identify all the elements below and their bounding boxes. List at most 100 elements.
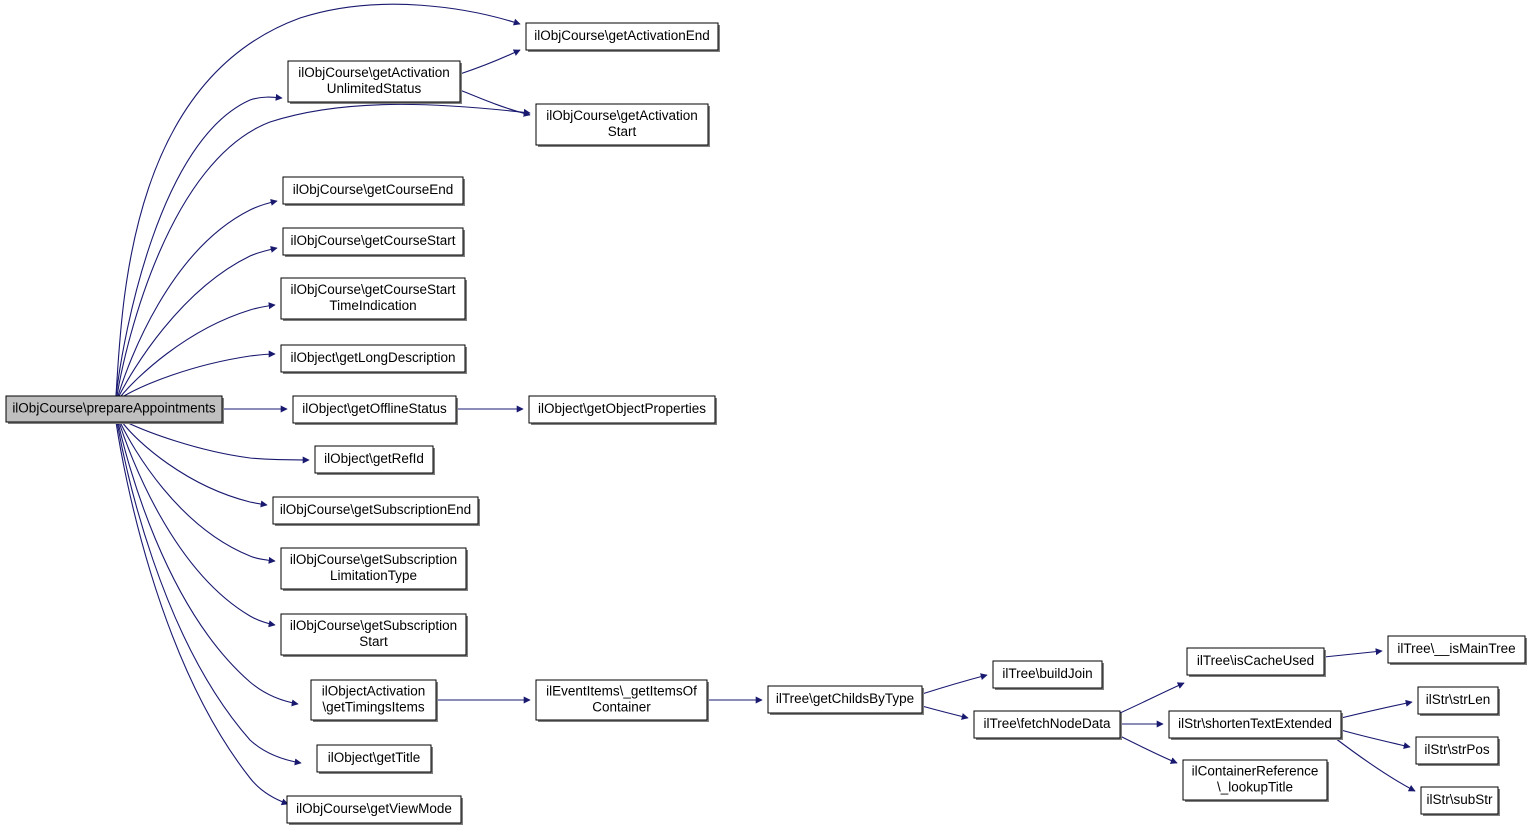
- node-label: ilObject\getLongDescription: [290, 350, 455, 365]
- node-label: ilTree\buildJoin: [1002, 666, 1092, 681]
- node-box[interactable]: [280, 277, 466, 320]
- call-edge-prepareAppointments-to-getTitle: [116, 421, 302, 766]
- node-label: LimitationType: [330, 568, 417, 583]
- graph-node-shortenTextExtended[interactable]: ilStr\shortenTextExtended: [1168, 710, 1343, 740]
- node-box[interactable]: [767, 685, 923, 714]
- node-label: ilEventItems\_getItemsOf: [546, 684, 697, 699]
- graph-node-subStr[interactable]: ilStr\subStr: [1420, 786, 1500, 816]
- node-box[interactable]: [272, 496, 479, 525]
- call-edge-prepareAppointments-to-getActivationUnlimitedStatus: [115, 93, 283, 397]
- node-label: \_lookupTitle: [1217, 780, 1293, 795]
- node-label: ilObject\getRefId: [324, 451, 424, 466]
- node-box[interactable]: [973, 710, 1121, 739]
- graph-node-prepareAppointments[interactable]: ilObjCourse\prepareAppointments: [5, 395, 224, 424]
- node-label: Container: [592, 700, 651, 715]
- node-label: ilObjCourse\getSubscription: [290, 552, 457, 567]
- node-box[interactable]: [292, 395, 457, 424]
- node-box[interactable]: [282, 176, 464, 205]
- node-label: ilObjCourse\getActivationEnd: [534, 28, 710, 43]
- node-label: ilObjCourse\getCourseStart: [290, 233, 455, 248]
- graph-node-getOfflineStatus[interactable]: ilObject\getOfflineStatus: [292, 395, 458, 425]
- node-box[interactable]: [535, 103, 709, 146]
- graph-node-strPos[interactable]: ilStr\strPos: [1415, 736, 1500, 766]
- call-edge-prepareAppointments-to-getLongDescription: [123, 350, 276, 397]
- call-edge-getChildsByType-to-buildJoin: [921, 673, 988, 695]
- node-box[interactable]: [1420, 786, 1499, 815]
- node-label: ilObjCourse\getSubscription: [290, 618, 457, 633]
- node-box[interactable]: [280, 344, 466, 373]
- node-label: ilObjCourse\getActivation: [298, 65, 450, 80]
- node-box[interactable]: [280, 547, 467, 590]
- graph-node-strLen[interactable]: ilStr\strLen: [1417, 686, 1500, 716]
- graph-node-getObjectProperties[interactable]: ilObject\getObjectProperties: [528, 395, 717, 425]
- graph-node-isMainTree[interactable]: ilTree\__isMainTree: [1387, 635, 1527, 665]
- graph-node-fetchNodeData[interactable]: ilTree\fetchNodeData: [973, 710, 1122, 740]
- node-label: ilStr\strLen: [1426, 692, 1491, 707]
- node-label: ilTree\isCacheUsed: [1197, 653, 1314, 668]
- node-box[interactable]: [1182, 759, 1328, 801]
- graph-node-getChildsByType[interactable]: ilTree\getChildsByType: [767, 685, 924, 715]
- call-edge-shortenTextExtended-to-subStr: [1334, 737, 1416, 792]
- node-box[interactable]: [1415, 736, 1499, 765]
- node-box[interactable]: [992, 660, 1103, 689]
- graph-node-getSubscriptionEnd[interactable]: ilObjCourse\getSubscriptionEnd: [272, 496, 480, 526]
- call-edge-getActivationUnlimitedStatus-to-getActivationStart: [459, 89, 531, 117]
- graph-node-getLongDescription[interactable]: ilObject\getLongDescription: [280, 344, 467, 374]
- node-label: Start: [608, 124, 637, 139]
- call-edge-prepareAppointments-to-getRefId: [125, 421, 310, 464]
- call-edge-prepareAppointments-to-getSubscriptionEnd: [121, 421, 268, 508]
- graph-node-lookupTitle[interactable]: ilContainerReference\_lookupTitle: [1182, 759, 1329, 802]
- graph-node-getCourseStart[interactable]: ilObjCourse\getCourseStart: [282, 227, 465, 257]
- node-box[interactable]: [525, 22, 719, 51]
- node-box[interactable]: [310, 679, 437, 721]
- node-label: ilObjCourse\getActivation: [546, 108, 698, 123]
- call-edge-prepareAppointments-to-getActivationEnd: [115, 3, 521, 397]
- graph-node-getTimingsItems[interactable]: ilObjectActivation\getTimingsItems: [310, 679, 438, 722]
- node-label: ilTree\fetchNodeData: [983, 716, 1111, 731]
- graph-node-getActivationEnd[interactable]: ilObjCourse\getActivationEnd: [525, 22, 720, 52]
- node-box[interactable]: [535, 679, 708, 721]
- node-box[interactable]: [286, 795, 462, 824]
- graph-node-isCacheUsed[interactable]: ilTree\isCacheUsed: [1186, 647, 1326, 677]
- node-box[interactable]: [5, 395, 223, 423]
- node-label: TimeIndication: [329, 298, 416, 313]
- node-box[interactable]: [528, 395, 716, 424]
- graph-node-buildJoin[interactable]: ilTree\buildJoin: [992, 660, 1104, 690]
- node-box[interactable]: [1417, 686, 1499, 715]
- node-box[interactable]: [282, 227, 464, 256]
- node-label: ilObject\getObjectProperties: [538, 401, 706, 416]
- call-edge-getActivationUnlimitedStatus-to-getActivationEnd: [459, 49, 521, 75]
- node-box[interactable]: [314, 445, 434, 474]
- call-edge-prepareAppointments-to-getActivationStart: [116, 103, 531, 397]
- graph-node-getRefId[interactable]: ilObject\getRefId: [314, 445, 435, 475]
- node-box[interactable]: [316, 744, 432, 773]
- node-label: Start: [359, 634, 388, 649]
- call-edge-shortenTextExtended-to-strPos: [1340, 729, 1411, 750]
- node-label: ilObject\getOfflineStatus: [302, 401, 447, 416]
- node-box[interactable]: [280, 613, 467, 656]
- node-box[interactable]: [287, 60, 461, 103]
- node-box[interactable]: [1186, 647, 1325, 676]
- edges-layer: [115, 3, 1416, 806]
- nodes-layer: ilObjCourse\prepareAppointments ilObjCour…: [5, 22, 1527, 825]
- graph-node-getSubscriptionLimitationType[interactable]: ilObjCourse\getSubscriptionLimitationTyp…: [280, 547, 468, 591]
- node-label: ilStr\shortenTextExtended: [1178, 716, 1332, 731]
- graph-node-getTitle[interactable]: ilObject\getTitle: [316, 744, 433, 774]
- call-edge-prepareAppointments-to-getCourseStart: [118, 245, 278, 397]
- graph-node-getViewMode[interactable]: ilObjCourse\getViewMode: [286, 795, 463, 825]
- node-label: ilObjCourse\getSubscriptionEnd: [280, 502, 471, 517]
- node-label: ilObjCourse\prepareAppointments: [12, 401, 216, 416]
- call-edge-prepareAppointments-to-getCourseStartTimeIndication: [120, 302, 276, 397]
- call-edge-getChildsByType-to-fetchNodeData: [921, 705, 969, 720]
- node-box[interactable]: [1387, 635, 1526, 664]
- node-label: ilContainerReference: [1192, 764, 1319, 779]
- node-box[interactable]: [1168, 710, 1342, 739]
- graph-node-getCourseEnd[interactable]: ilObjCourse\getCourseEnd: [282, 176, 465, 206]
